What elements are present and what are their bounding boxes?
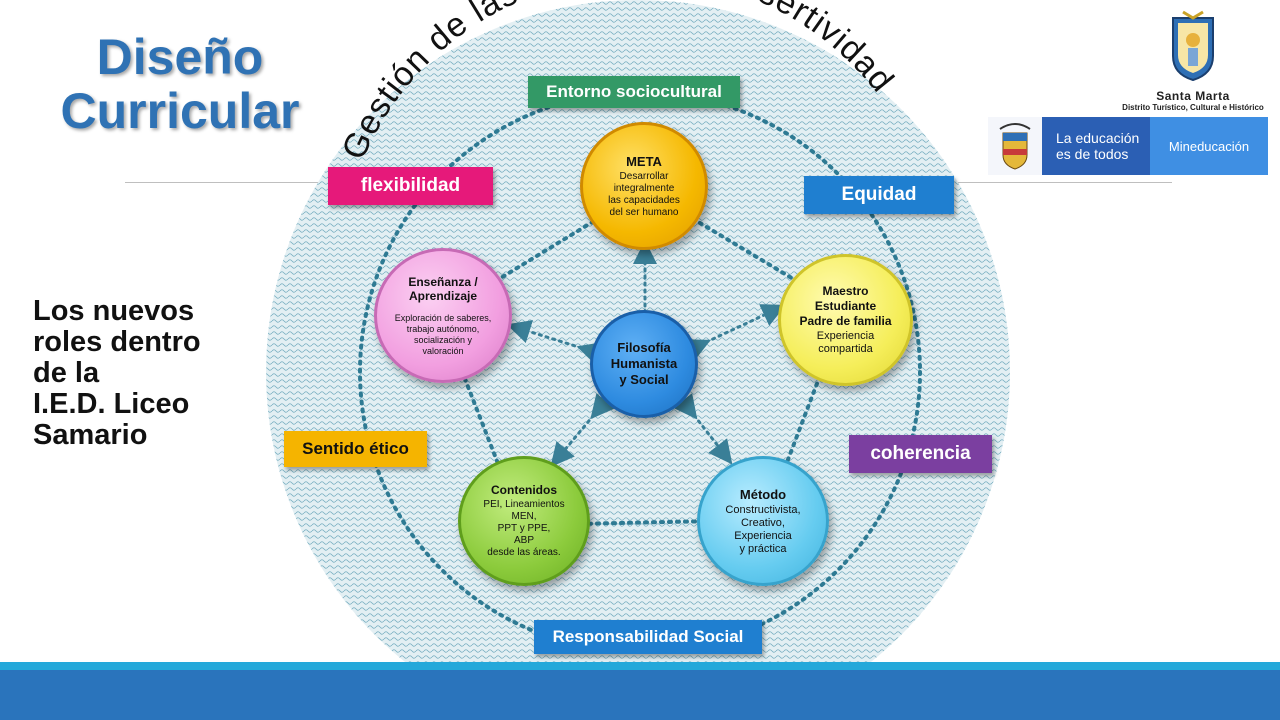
side-text-line: roles dentro bbox=[33, 326, 201, 358]
node-center-line: y Social bbox=[619, 372, 669, 387]
node-contenidos-body: MEN, bbox=[511, 511, 537, 522]
node-maestro: Maestro Estudiante Padre de familia Expe… bbox=[778, 254, 913, 386]
node-contenidos-title: Contenidos bbox=[491, 483, 557, 497]
side-text-line: Samario bbox=[33, 419, 148, 451]
connector-metodo bbox=[673, 393, 733, 465]
node-maestro-title: Maestro bbox=[822, 284, 869, 298]
node-meta-body: Desarrollar bbox=[619, 170, 669, 182]
santa-marta-shield-icon bbox=[1172, 10, 1214, 82]
node-ensenanza-body: socialización y bbox=[413, 334, 473, 345]
tag-sentido-etico: Sentido ético bbox=[284, 431, 427, 467]
node-metodo-body: Creativo, bbox=[740, 516, 785, 529]
node-center-line: Filosofía bbox=[617, 340, 671, 355]
tag-flexibilidad: flexibilidad bbox=[328, 167, 493, 205]
colombia-seal bbox=[988, 117, 1042, 175]
node-ensenanza-body: Exploración de saberes, bbox=[394, 312, 492, 323]
node-contenidos-body: PEI, Lineamientos bbox=[483, 499, 565, 510]
node-ensenanza-body: valoración bbox=[422, 345, 464, 356]
node-metodo-body: y práctica bbox=[739, 542, 787, 555]
connector-ensenanza bbox=[506, 320, 604, 366]
node-ensenanza-title: Enseñanza / bbox=[408, 274, 478, 289]
node-center: Filosofía Humanista y Social bbox=[590, 310, 698, 418]
footer-accent-bar bbox=[0, 662, 1280, 670]
slide-title: Diseño Curricular bbox=[30, 30, 330, 138]
node-metodo: Método Constructivista, Creativo, Experi… bbox=[697, 456, 829, 586]
node-maestro-body: Experiencia bbox=[816, 330, 875, 342]
santa-marta-name: Santa Marta bbox=[1156, 89, 1230, 103]
side-text-line: Los nuevos bbox=[33, 295, 195, 327]
node-meta-body: las capacidades bbox=[608, 194, 680, 206]
node-contenidos-body: desde las áreas. bbox=[487, 547, 561, 558]
mineducacion-slogan: La educación es de todos bbox=[1042, 117, 1150, 175]
mineducacion-banner: La educación es de todos Mineducación bbox=[988, 117, 1280, 175]
node-ensenanza-title: Aprendizaje bbox=[408, 288, 477, 303]
colombia-coat-of-arms-icon bbox=[999, 123, 1031, 170]
footer-bar bbox=[0, 670, 1280, 720]
node-contenidos-body: ABP bbox=[513, 535, 534, 546]
node-ensenanza: Enseñanza / Aprendizaje Exploración de s… bbox=[374, 248, 512, 383]
title-line-1: Diseño bbox=[96, 29, 264, 85]
tag-equidad: Equidad bbox=[804, 176, 954, 214]
node-metodo-title: Método bbox=[739, 486, 787, 502]
mineducacion-name: Mineducación bbox=[1150, 117, 1268, 175]
tag-entorno: Entorno sociocultural bbox=[528, 76, 740, 108]
node-metodo-body: Constructivista, bbox=[725, 503, 801, 516]
slogan-line-2: es de todos bbox=[1056, 146, 1129, 162]
node-maestro-title: Padre de familia bbox=[799, 314, 892, 328]
node-contenidos-body: PPT y PPE, bbox=[497, 523, 551, 534]
node-center-line: Humanista bbox=[610, 356, 678, 371]
tag-coherencia: coherencia bbox=[849, 435, 992, 473]
santa-marta-logo: Santa Marta Distrito Turístico, Cultural… bbox=[1118, 10, 1268, 112]
node-contenidos: Contenidos PEI, Lineamientos MEN, PPT y … bbox=[458, 456, 590, 586]
connector-contenidos bbox=[550, 393, 615, 468]
tag-responsabilidad: Responsabilidad Social bbox=[534, 620, 762, 654]
node-meta: META Desarrollar integralmente las capac… bbox=[580, 122, 708, 250]
node-maestro-title: Estudiante bbox=[814, 299, 877, 313]
node-meta-body: integralmente bbox=[613, 182, 675, 194]
slogan-line-1: La educación bbox=[1056, 130, 1140, 146]
side-text-line: I.E.D. Liceo bbox=[33, 388, 190, 420]
connector-maestro bbox=[684, 304, 786, 361]
node-metodo-body: Experiencia bbox=[734, 529, 792, 542]
node-maestro-body: compartida bbox=[818, 343, 873, 355]
node-meta-body: del ser humano bbox=[609, 206, 679, 218]
santa-marta-subtitle: Distrito Turístico, Cultural e Histórico bbox=[1122, 103, 1264, 112]
title-line-2: Curricular bbox=[60, 83, 300, 139]
side-text-line: de la bbox=[33, 357, 100, 389]
node-meta-title: META bbox=[626, 153, 662, 169]
side-text: Los nuevos roles dentro de la I.E.D. Lic… bbox=[33, 296, 273, 451]
node-ensenanza-body: trabajo autónomo, bbox=[406, 323, 480, 334]
